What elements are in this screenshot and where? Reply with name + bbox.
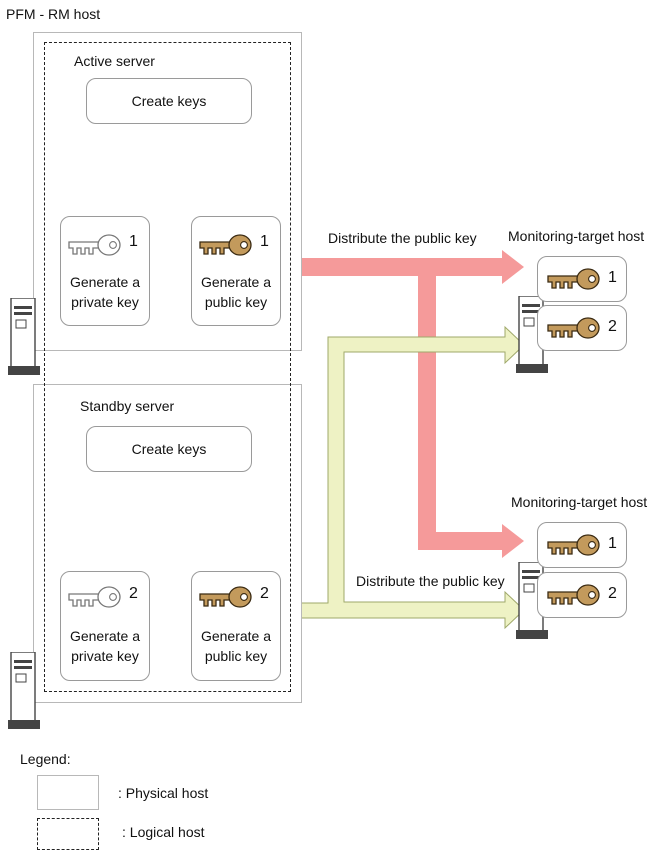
key-type-label: private key — [71, 294, 139, 310]
public-key-icon — [199, 234, 252, 256]
legend-physical-swatch — [37, 775, 99, 810]
public-key-icon — [547, 584, 600, 606]
target-public-key-box: 1 — [537, 522, 627, 568]
public-key-icon — [547, 534, 600, 556]
private-key-box: 1 Generate a private key — [60, 216, 150, 326]
distribute-active-arrows — [276, 250, 524, 558]
key-number: 1 — [260, 233, 269, 250]
create-keys-label: Create keys — [131, 441, 207, 457]
key-type-label: public key — [204, 648, 268, 664]
key-number: 2 — [260, 585, 269, 602]
key-type-label: private key — [71, 648, 139, 664]
private-key-box: 2 Generate a private key — [60, 571, 150, 681]
create-keys-label: Create keys — [131, 93, 207, 109]
standby-server-title: Standby server — [80, 398, 175, 414]
public-key-box: 1 Generate a public key — [191, 216, 281, 326]
legend-physical-label: : Physical host — [118, 785, 209, 801]
logical-host — [44, 42, 291, 692]
pfm-host-label: PFM - RM host — [6, 6, 101, 22]
target-public-key-box: 1 — [537, 256, 627, 302]
key-number: 2 — [129, 585, 138, 602]
public-key-box: 2 Generate a public key — [191, 571, 281, 681]
server-icon — [8, 298, 40, 375]
key-number: 1 — [608, 535, 617, 552]
distribute-label: Distribute the public key — [328, 230, 477, 246]
target-public-key-box: 2 — [537, 305, 627, 351]
monitoring-target-title: Monitoring-target host — [511, 494, 648, 510]
key-type-label: public key — [204, 294, 268, 310]
legend-title: Legend: — [20, 751, 71, 767]
create-keys-box: Create keys — [86, 78, 252, 124]
public-key-icon — [199, 586, 252, 608]
distribute-standby-arrows — [275, 325, 525, 630]
generate-label: Generate a — [200, 274, 272, 290]
active-server-title: Active server — [74, 53, 155, 69]
key-number: 2 — [608, 318, 617, 335]
public-key-icon — [547, 317, 600, 339]
legend-logical-label: : Logical host — [122, 824, 205, 840]
server-icon — [8, 652, 40, 729]
key-number: 1 — [608, 269, 617, 286]
private-key-icon — [68, 586, 121, 608]
public-key-icon — [547, 268, 600, 290]
distribute-label: Distribute the public key — [356, 573, 505, 589]
key-number: 2 — [608, 585, 617, 602]
legend-logical-swatch — [37, 818, 99, 850]
generate-label: Generate a — [69, 628, 141, 644]
create-keys-box: Create keys — [86, 426, 252, 472]
monitoring-target-title: Monitoring-target host — [508, 228, 645, 244]
target-public-key-box: 2 — [537, 572, 627, 618]
generate-label: Generate a — [69, 274, 141, 290]
private-key-icon — [68, 234, 121, 256]
generate-label: Generate a — [200, 628, 272, 644]
key-number: 1 — [129, 233, 138, 250]
